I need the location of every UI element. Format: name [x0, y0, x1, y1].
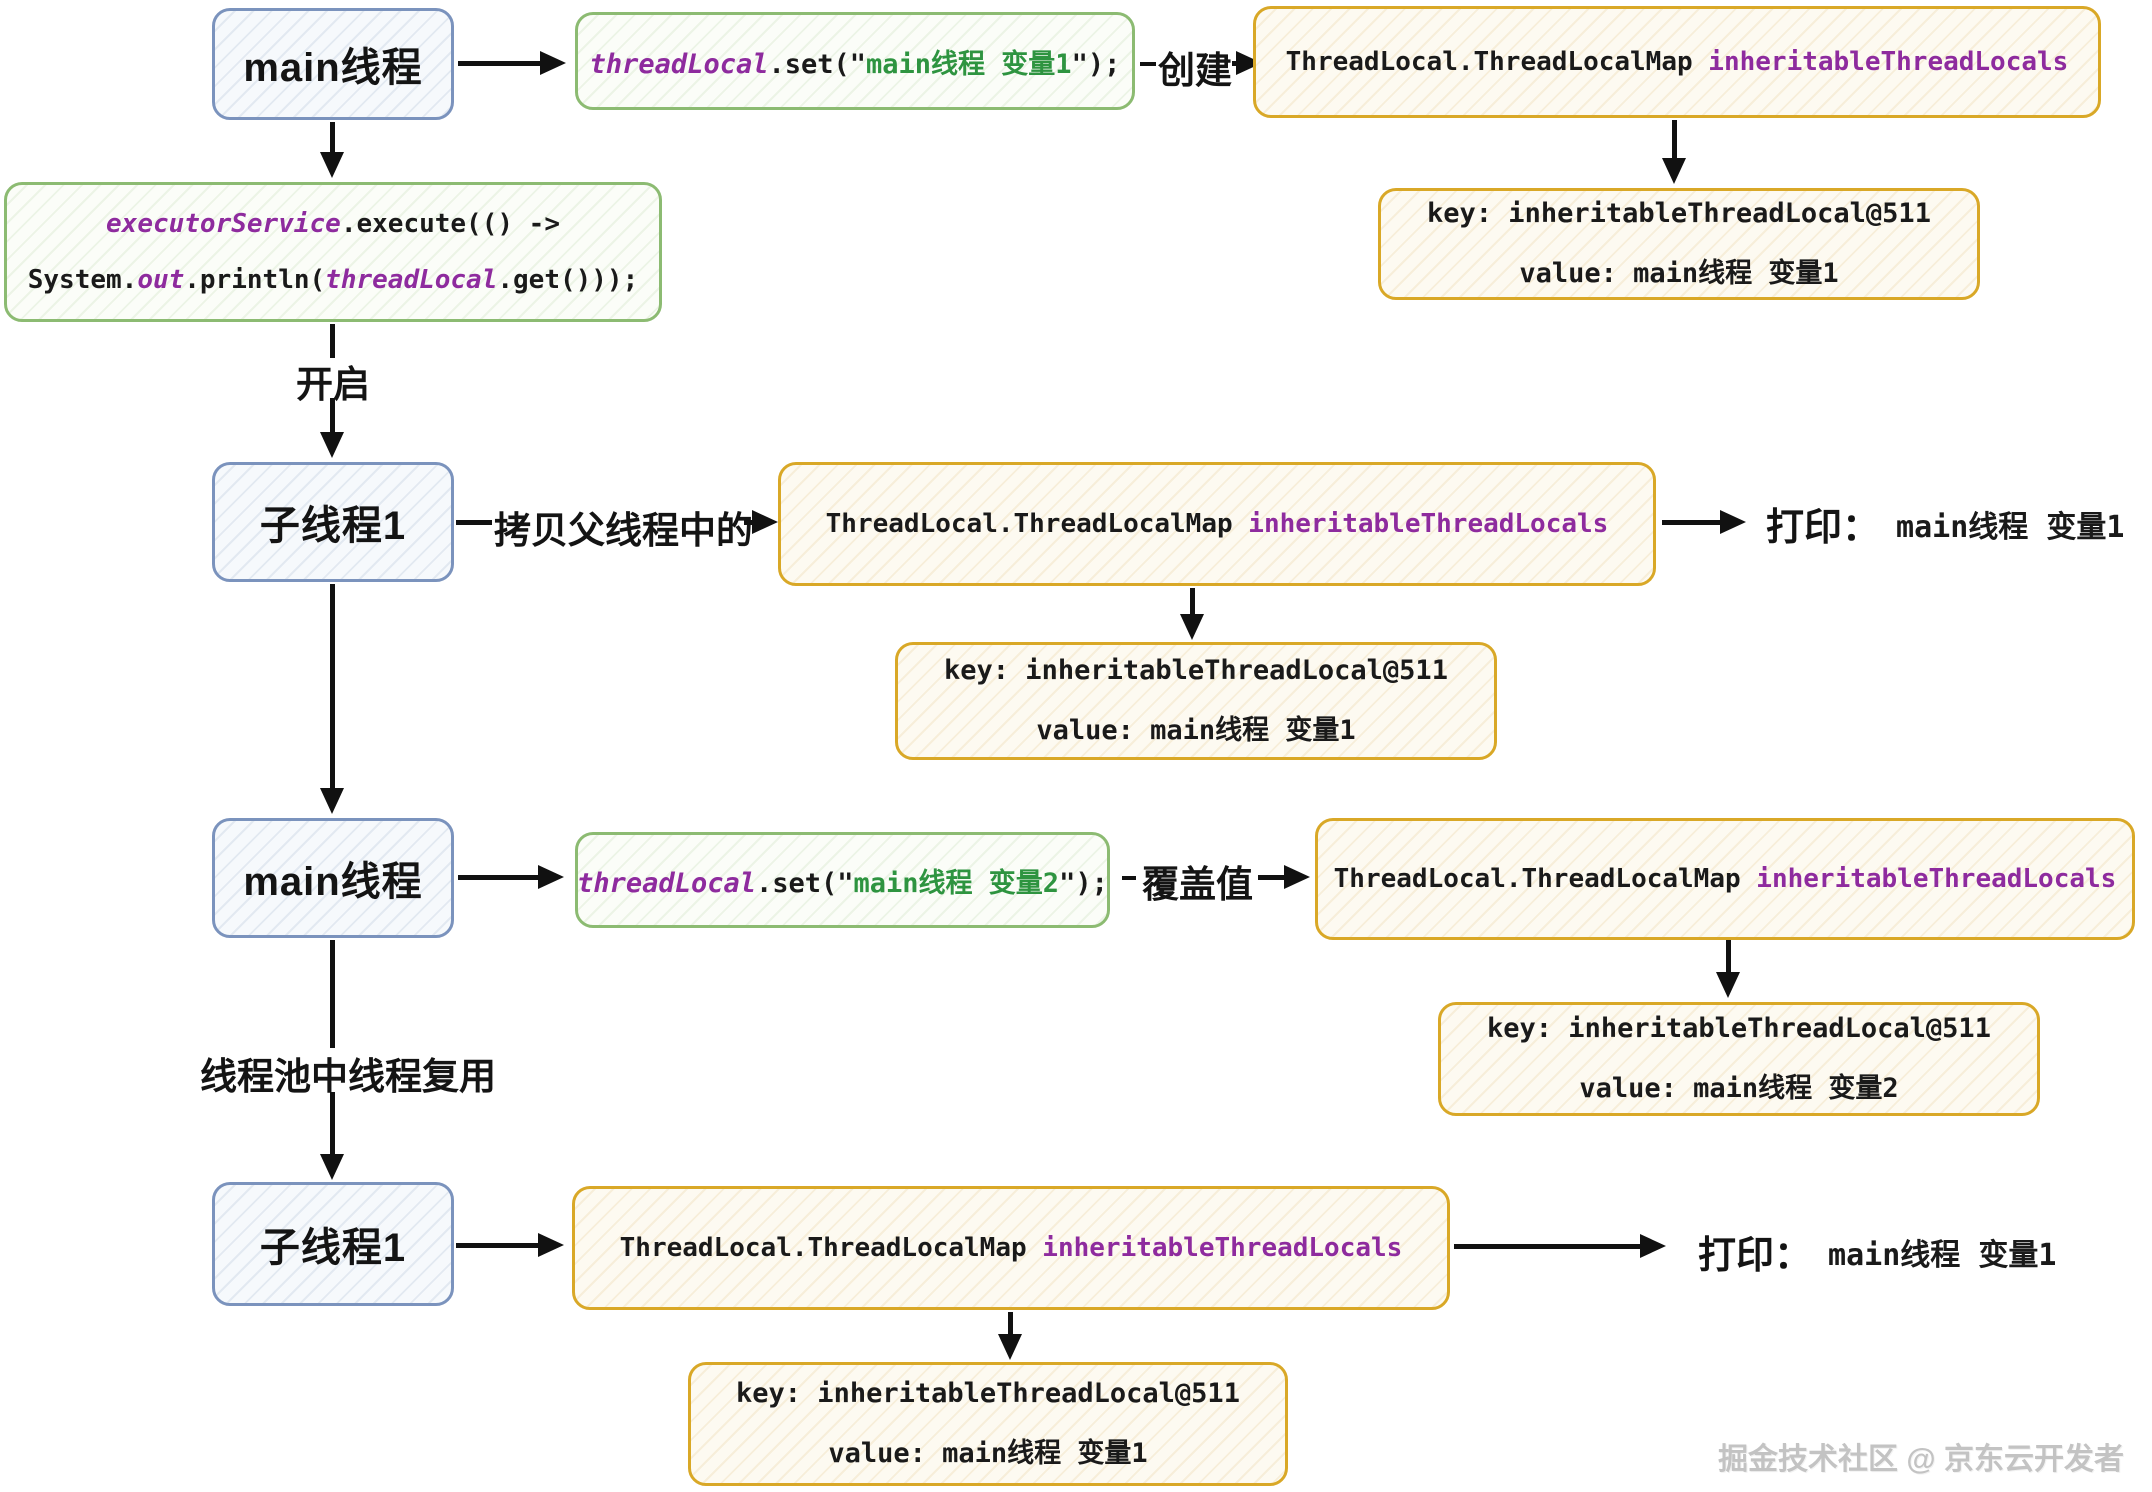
- code-token-string1: main线程 变量1: [866, 48, 1072, 80]
- line-main2-to-pool-label: [330, 940, 335, 1048]
- map-field-3: inheritableThreadLocals: [1756, 864, 2117, 894]
- main-thread-label-2: main线程: [243, 860, 423, 904]
- print-output-1: 打印： main线程 变量1: [1766, 496, 2124, 551]
- kv-key-1: key: inheritableThreadLocal@511: [1427, 198, 1931, 229]
- arrow-create-to-map1: [1232, 51, 1262, 75]
- code-token-close2: ");: [1059, 867, 1108, 899]
- map-field-4: inheritableThreadLocals: [1042, 1233, 1403, 1263]
- arrow-main1-to-exec: [320, 122, 344, 178]
- map-type-1: ThreadLocal.ThreadLocalMap: [1285, 47, 1709, 77]
- line-exec-to-start-label: [330, 324, 335, 358]
- map-field-2: inheritableThreadLocals: [1248, 509, 1609, 539]
- line-child1-to-copy-label: [456, 520, 492, 525]
- child-thread-label-1: 子线程1: [259, 504, 407, 548]
- kv-value-4: value: main线程 变量1: [828, 1438, 1148, 1469]
- kv-node-1: key: inheritableThreadLocal@511 value: m…: [1378, 188, 1980, 300]
- code-token-executorservice: executorService: [106, 209, 341, 239]
- arrow-child2-to-map4: [456, 1233, 564, 1257]
- code-token-set-call2: .set(": [755, 867, 854, 899]
- print-value-2: main线程 变量1: [1828, 1237, 2057, 1273]
- child-thread-node-1: 子线程1: [212, 462, 454, 582]
- arrow-copy-to-map2: [744, 510, 778, 534]
- code-set-variable1-node: threadLocal.set("main线程 变量1");: [575, 12, 1135, 110]
- code-line-set2: threadLocal.set("main线程 变量2");: [577, 861, 1108, 900]
- kv-value-2: value: main线程 变量1: [1036, 715, 1356, 746]
- edge-label-copy-parent: 拷贝父线程中的: [494, 510, 753, 551]
- arrow-pool-to-child2: [320, 1092, 344, 1180]
- code-set-variable2-node: threadLocal.set("main线程 变量2");: [575, 832, 1110, 928]
- code-executor-node: executorService.execute(() -> System.out…: [4, 182, 662, 322]
- code-token-threadlocal3: threadLocal: [577, 867, 756, 899]
- threadlocalmap-node-3: ThreadLocal.ThreadLocalMap inheritableTh…: [1315, 818, 2135, 940]
- print-value-1: main线程 变量1: [1896, 509, 2125, 545]
- arrow-override-to-map3: [1258, 865, 1310, 889]
- code-token-println: .println(: [184, 265, 326, 295]
- arrow-child1-to-main2: [320, 584, 344, 814]
- arrow-map1-to-kv1: [1662, 120, 1686, 184]
- kv-node-3: key: inheritableThreadLocal@511 value: m…: [1438, 1002, 2040, 1116]
- code-exec-line1: executorService.execute(() ->: [106, 209, 560, 239]
- map-entry-text-4: ThreadLocal.ThreadLocalMap inheritableTh…: [620, 1233, 1403, 1263]
- map-entry-text-2: ThreadLocal.ThreadLocalMap inheritableTh…: [826, 509, 1609, 539]
- arrow-start-to-child1: [320, 398, 344, 458]
- code-token-string2: main线程 变量2: [853, 867, 1060, 899]
- print-label-2: 打印：: [1698, 1235, 1813, 1277]
- map-type-3: ThreadLocal.ThreadLocalMap: [1333, 864, 1757, 894]
- map-type-4: ThreadLocal.ThreadLocalMap: [619, 1233, 1043, 1263]
- dash-override: [1122, 876, 1136, 880]
- main-thread-node-1: main线程: [212, 8, 454, 120]
- child-thread-node-2: 子线程1: [212, 1182, 454, 1306]
- code-token-out: out: [137, 265, 185, 295]
- arrow-map3-to-kv3: [1716, 940, 1740, 998]
- print-output-2: 打印： main线程 变量1: [1698, 1224, 2056, 1279]
- kv-node-4: key: inheritableThreadLocal@511 value: m…: [688, 1362, 1288, 1486]
- code-token-threadlocal: threadLocal: [589, 48, 769, 80]
- map-entry-text-1: ThreadLocal.ThreadLocalMap inheritableTh…: [1286, 47, 2069, 77]
- kv-key-3: key: inheritableThreadLocal@511: [1487, 1013, 1991, 1044]
- map-type-2: ThreadLocal.ThreadLocalMap: [825, 509, 1249, 539]
- arrow-main1-to-set1: [458, 51, 566, 75]
- print-label-1: 打印：: [1766, 507, 1881, 549]
- code-line-set1: threadLocal.set("main线程 变量1");: [590, 42, 1121, 81]
- threadlocalmap-node-4: ThreadLocal.ThreadLocalMap inheritableTh…: [572, 1186, 1450, 1310]
- edge-label-create: 创建: [1158, 50, 1232, 91]
- edge-label-pool-reuse: 线程池中线程复用: [200, 1056, 496, 1097]
- code-token-threadlocal2: threadLocal: [325, 265, 498, 295]
- kv-value-1: value: main线程 变量1: [1519, 258, 1839, 289]
- arrow-map2-to-print1: [1662, 510, 1746, 534]
- main-thread-label-1: main线程: [243, 46, 423, 90]
- child-thread-label-2: 子线程1: [259, 1226, 407, 1270]
- kv-value-3: value: main线程 变量2: [1579, 1073, 1899, 1104]
- arrow-map2-to-kv2: [1180, 588, 1204, 640]
- main-thread-node-2: main线程: [212, 818, 454, 938]
- arrow-map4-to-print2: [1454, 1234, 1666, 1258]
- map-entry-text-3: ThreadLocal.ThreadLocalMap inheritableTh…: [1334, 864, 2117, 894]
- code-exec-line2: System.out.println(threadLocal.get()));: [28, 265, 639, 295]
- code-token-set-call: .set(": [768, 48, 867, 80]
- code-token-execute: .execute(() ->: [340, 209, 560, 239]
- code-token-close: ");: [1071, 48, 1121, 80]
- kv-key-2: key: inheritableThreadLocal@511: [944, 655, 1448, 686]
- kv-node-2: key: inheritableThreadLocal@511 value: m…: [895, 642, 1497, 760]
- code-token-get: .get()));: [497, 265, 639, 295]
- watermark: 掘金技术社区 @ 京东云开发者: [1718, 1443, 2124, 1476]
- map-field-1: inheritableThreadLocals: [1708, 47, 2069, 77]
- dash-create: [1140, 62, 1156, 66]
- arrow-main2-to-set2: [458, 865, 564, 889]
- arrow-map4-to-kv4: [998, 1312, 1022, 1360]
- code-token-system: System.: [27, 265, 138, 295]
- edge-label-override: 覆盖值: [1142, 864, 1253, 905]
- threadlocalmap-node-1: ThreadLocal.ThreadLocalMap inheritableTh…: [1253, 6, 2101, 118]
- threadlocalmap-node-2: ThreadLocal.ThreadLocalMap inheritableTh…: [778, 462, 1656, 586]
- kv-key-4: key: inheritableThreadLocal@511: [736, 1378, 1240, 1409]
